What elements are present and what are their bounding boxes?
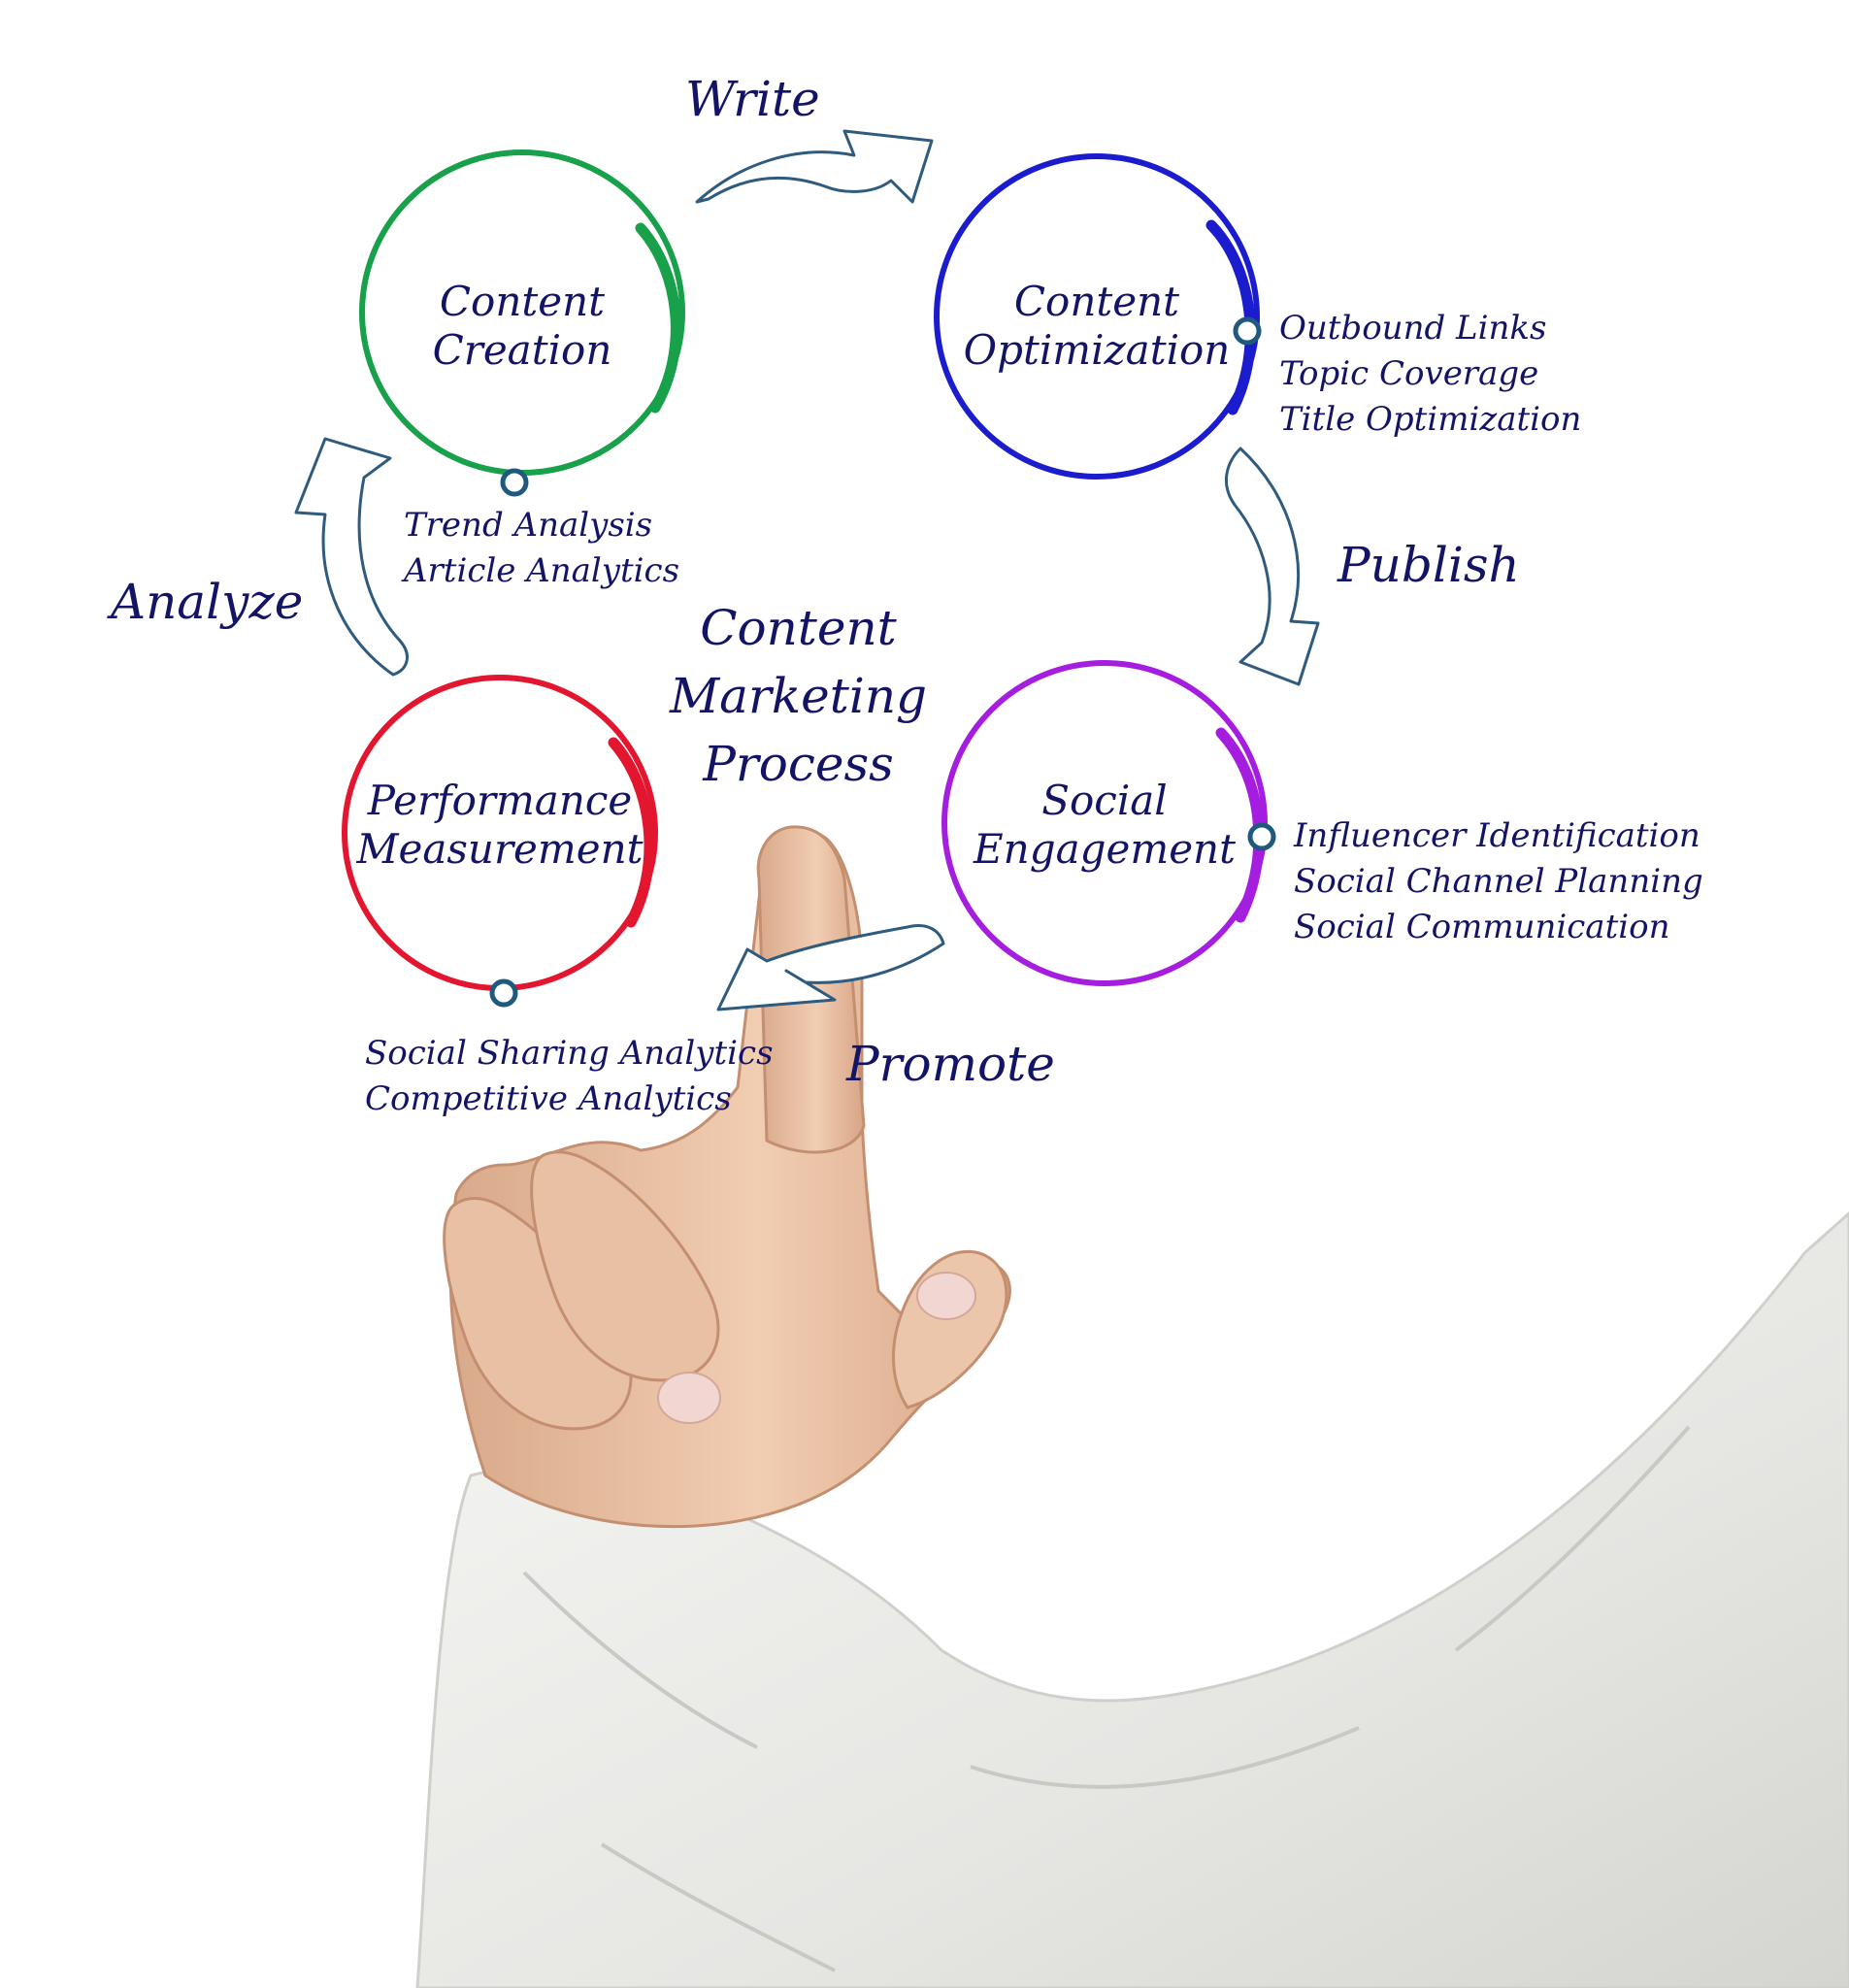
detail-item: Article Analytics	[404, 551, 680, 590]
sleeve-fold	[1454, 1425, 1691, 1652]
step-label-publish: Publish	[1337, 537, 1520, 593]
detail-item: Social Communication	[1294, 908, 1670, 946]
node-ring-accent	[1205, 219, 1256, 415]
node-label-line: Optimization	[963, 326, 1231, 375]
detail-item: Competitive Analytics	[365, 1079, 732, 1118]
node-label-line: Measurement	[356, 825, 644, 874]
node-ring-accent	[1215, 727, 1265, 923]
node-label-line: Performance	[367, 777, 633, 824]
node-label-line: Engagement	[974, 825, 1236, 874]
sleeve-fold	[522, 1571, 758, 1749]
connector-dot	[500, 468, 529, 497]
node-label-content-creation: Content Creation	[396, 278, 648, 376]
detail-item: Trend Analysis	[404, 506, 653, 545]
connector-dot	[1247, 822, 1276, 851]
detail-item: Social Channel Planning	[1294, 862, 1703, 901]
step-label-promote: Promote	[846, 1036, 1055, 1092]
curled-finger	[443, 1197, 633, 1431]
connector-dot	[1233, 316, 1262, 346]
detail-item: Outbound Links	[1279, 309, 1547, 348]
node-label-line: Social	[1041, 777, 1168, 824]
detail-item: Social Sharing Analytics	[365, 1034, 774, 1073]
detail-item: Topic Coverage	[1279, 354, 1539, 393]
title-line: Content	[700, 600, 897, 656]
details-social-engagement: Influencer Identification Social Channel…	[1294, 813, 1703, 950]
node-ring-accent	[635, 222, 681, 414]
step-label-write: Write	[685, 71, 820, 127]
arrow-promote	[716, 924, 945, 1011]
detail-item: Influencer Identification	[1294, 816, 1700, 855]
sleeve-fold	[600, 1842, 836, 1972]
sleeve-fold	[970, 1726, 1360, 1789]
node-label-line: Content	[439, 278, 606, 325]
node-ring-accent	[608, 737, 655, 928]
details-content-optimization: Outbound Links Topic Coverage Title Opti…	[1279, 306, 1581, 443]
curled-finger	[530, 1150, 720, 1382]
fingernail	[916, 1272, 976, 1320]
node-label-line: Creation	[432, 326, 612, 375]
title-line: Process	[703, 736, 894, 792]
step-label-analyze: Analyze	[111, 574, 304, 630]
details-content-creation: Trend Analysis Article Analytics	[404, 503, 679, 594]
hand-illustration	[415, 825, 1849, 1988]
arrow-publish	[1224, 447, 1320, 686]
diagram-title: Content Marketing Process	[631, 594, 966, 798]
node-label-performance-measurement: Performance Measurement	[354, 777, 645, 875]
node-label-line: Content	[1013, 278, 1180, 325]
title-line: Marketing	[669, 668, 928, 724]
sleeve-shape	[415, 1210, 1849, 1988]
node-ring	[934, 153, 1260, 480]
details-performance-measurement: Social Sharing Analytics Competitive Ana…	[365, 1031, 774, 1122]
connector-dot	[489, 978, 518, 1008]
arrow-write	[695, 129, 934, 204]
detail-item: Title Optimization	[1279, 400, 1582, 439]
fingernail	[657, 1372, 721, 1424]
arrow-analyze	[294, 437, 409, 677]
node-content-optimization	[934, 153, 1260, 480]
node-label-content-optimization: Content Optimization	[956, 278, 1238, 376]
node-label-social-engagement: Social Engagement	[964, 777, 1245, 875]
